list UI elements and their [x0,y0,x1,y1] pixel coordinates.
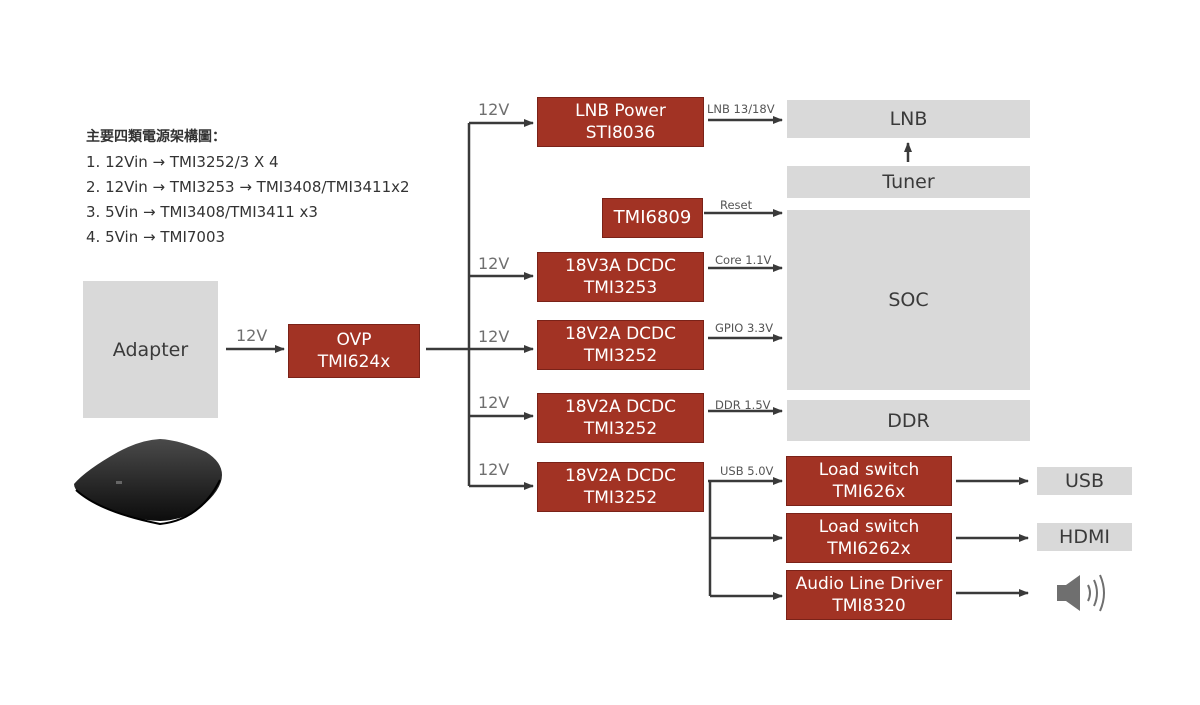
adapter-block: Adapter [83,281,218,418]
reset-chip-label: TMI6809 [613,207,692,228]
lnb-label: LNB [889,108,928,130]
ovp-line1: OVP [336,330,372,350]
ovp-block: OVP TMI624x [288,324,420,378]
legend-title: 主要四類電源架構圖： [86,129,226,145]
load-switch-usb-line1: Load switch [818,460,920,480]
dcdc-ddr-block: 18V2A DCDC TMI3252 [537,393,704,443]
legend-item-3: 3. 5Vin → TMI3408/TMI3411 x3 [86,203,318,221]
usb-block: USB [1037,467,1132,495]
ddr-voltage-label: DDR 1.5V [715,398,771,412]
dcdc-core-line1: 18V3A DCDC [564,256,677,276]
ddr-label: DDR [887,409,930,432]
hdmi-label: HDMI [1059,526,1110,548]
lnb-power-line1: LNB Power [575,101,666,121]
audio-driver-block: Audio Line Driver TMI8320 [786,570,952,620]
legend-item-4: 4. 5Vin → TMI7003 [86,228,226,246]
dcdc-usb-12v-label: 12V [478,460,510,479]
dcdc-core-line2: TMI3253 [583,278,658,298]
audio-driver-line1: Audio Line Driver [795,574,943,594]
dcdc-usb-line1: 18V2A DCDC [564,466,677,486]
dcdc-ddr-line2: TMI3252 [583,419,658,439]
lnb-block: LNB [787,100,1030,138]
legend-item-1: 1. 12Vin → TMI3252/3 X 4 [86,153,279,171]
load-switch-hdmi-line1: Load switch [818,517,920,537]
ovp-line2: TMI624x [317,352,391,372]
dcdc-gpio-line2: TMI3252 [583,346,658,366]
load-switch-usb-line2: TMI626x [832,482,906,502]
lnb-voltage-label: LNB 13/18V [707,102,775,116]
soc-label: SOC [888,289,929,311]
core-voltage-label: Core 1.1V [715,253,772,267]
legend-item-2: 2. 12Vin → TMI3253 → TMI3408/TMI3411x2 [86,178,410,196]
speaker-icon [1057,574,1105,612]
dcdc-core-12v-label: 12V [478,254,510,273]
dcdc-usb-block: 18V2A DCDC TMI3252 [537,462,704,512]
dcdc-core-block: 18V3A DCDC TMI3253 [537,252,704,302]
soc-block: SOC [787,210,1030,390]
architecture-legend: 主要四類電源架構圖： 1. 12Vin → TMI3252/3 X 4 2. 1… [86,125,410,250]
dcdc-usb-line2: TMI3252 [583,488,658,508]
dcdc-ddr-12v-label: 12V [478,393,510,412]
set-top-box-icon [74,439,222,526]
tuner-block: Tuner [787,166,1030,198]
dcdc-ddr-line1: 18V2A DCDC [564,397,677,417]
audio-driver-line2: TMI8320 [832,596,906,616]
reset-label: Reset [720,198,753,212]
dcdc-gpio-12v-label: 12V [478,327,510,346]
hdmi-block: HDMI [1037,523,1132,551]
dcdc-gpio-line1: 18V2A DCDC [564,324,677,344]
adapter-12v-label: 12V [236,326,268,345]
load-switch-usb-block: Load switch TMI626x [786,456,952,506]
reset-chip-block: TMI6809 [602,198,703,238]
gpio-voltage-label: GPIO 3.3V [715,321,774,335]
dcdc-gpio-block: 18V2A DCDC TMI3252 [537,320,704,370]
ddr-block: DDR [787,400,1030,441]
usb-label: USB [1064,470,1104,492]
load-switch-hdmi-block: Load switch TMI6262x [786,513,952,563]
lnb-power-12v-label: 12V [478,100,510,119]
adapter-label: Adapter [112,338,189,361]
usb-voltage-label: USB 5.0V [720,464,774,478]
load-switch-hdmi-line2: TMI6262x [827,539,911,559]
tuner-label: Tuner [882,171,935,193]
lnb-power-block: LNB Power STI8036 [537,97,704,147]
lnb-power-line2: STI8036 [585,123,656,143]
